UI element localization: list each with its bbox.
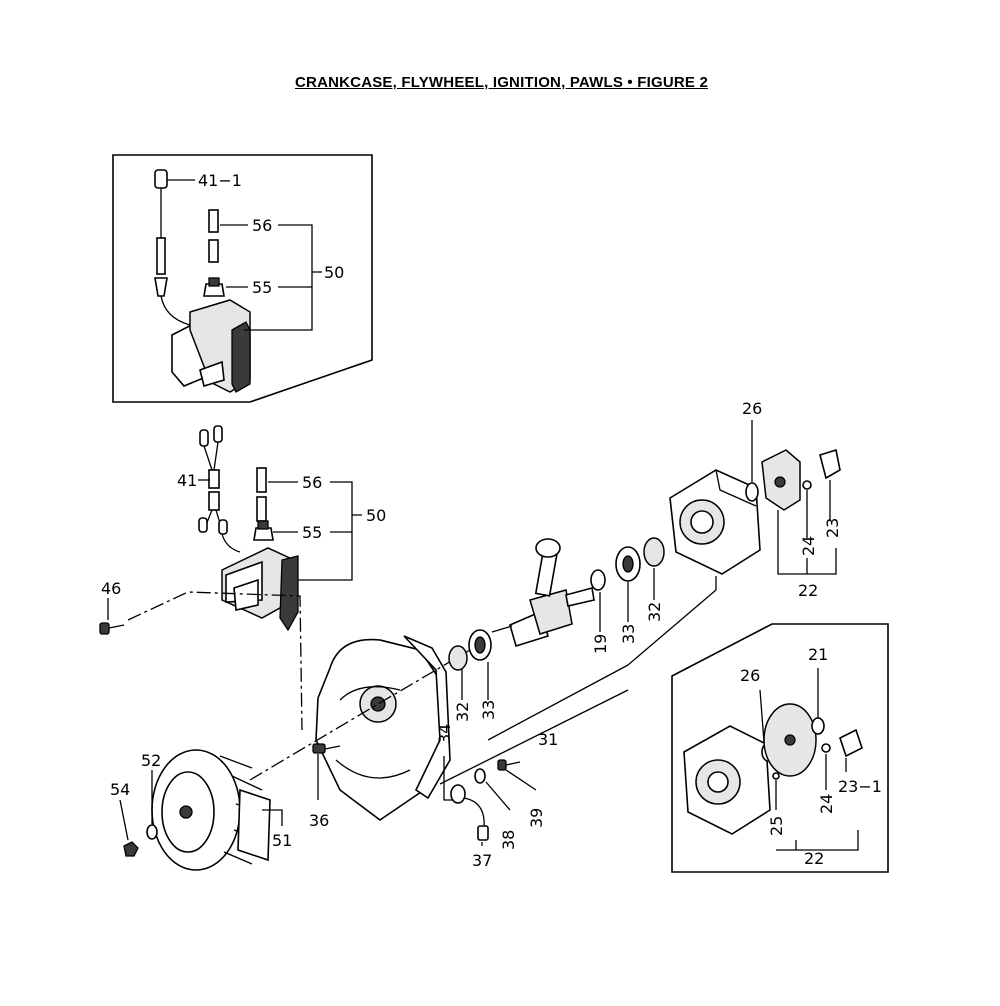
centerline-crankshaft <box>249 649 471 781</box>
cap-55-drawing <box>253 520 274 541</box>
flywheel-51-drawing <box>151 749 271 871</box>
high-tension-lead-41-drawing <box>198 425 241 553</box>
pawl-holder-drawing <box>761 449 801 511</box>
crankcase-right-drawing <box>669 469 761 575</box>
bracket-22 <box>777 510 837 575</box>
crankcase-half-drawing <box>315 635 451 821</box>
callout-55-inset: 55 <box>252 278 272 297</box>
cap-55-inset-drawing <box>203 277 225 297</box>
callout-26: 26 <box>742 399 762 418</box>
ignition-coil-drawing <box>221 547 299 632</box>
leader-54 <box>119 799 129 841</box>
pin-56-drawing <box>256 467 267 522</box>
callout-33b: 33 <box>479 700 498 720</box>
washer-52-drawing <box>146 824 158 840</box>
callout-55: 55 <box>302 523 322 542</box>
pin-56-inset-drawing <box>208 209 219 263</box>
seal-19-drawing <box>590 569 606 591</box>
callout-52: 52 <box>141 751 161 770</box>
bracket-50 <box>298 481 362 581</box>
bracket-22-inset <box>776 830 859 851</box>
callout-36: 36 <box>309 811 329 830</box>
spark-wire-41-1-drawing <box>154 169 191 326</box>
callout-33: 33 <box>619 624 638 644</box>
crankcase-inset-drawing <box>683 725 771 835</box>
ground-lead-37-drawing <box>450 784 489 841</box>
callout-25: 25 <box>767 816 786 836</box>
callout-38: 38 <box>499 830 518 850</box>
callout-32b: 32 <box>453 702 472 722</box>
spring-25-drawing <box>772 772 780 780</box>
washer-21-drawing <box>811 717 825 735</box>
leader-26-inset <box>759 689 765 743</box>
callout-56-inset: 56 <box>252 216 272 235</box>
bearing-33-drawing <box>468 629 492 661</box>
washer-38-drawing <box>474 768 486 784</box>
washer-26-drawing <box>745 482 759 502</box>
screw-46-drawing <box>99 622 125 635</box>
leader-39 <box>505 769 537 791</box>
callout-46: 46 <box>101 579 121 598</box>
callout-41: 41 <box>177 471 197 490</box>
callout-21: 21 <box>808 645 828 664</box>
screw-36-drawing <box>312 743 341 754</box>
leader-38 <box>485 781 511 811</box>
centerline-46 <box>127 591 303 731</box>
callout-51: 51 <box>272 831 292 850</box>
screw-39-drawing <box>497 759 521 771</box>
callout-23-1: 23−1 <box>838 777 882 796</box>
leader-51 <box>262 809 283 826</box>
callout-41-1: 41−1 <box>198 171 242 190</box>
callout-19: 19 <box>591 634 610 654</box>
bearing-32-left-drawing <box>448 645 468 671</box>
callout-24b: 24 <box>817 794 836 814</box>
inset-frame-pawls <box>671 623 889 873</box>
callout-39: 39 <box>527 808 546 828</box>
bearing-33-right-drawing <box>615 546 641 582</box>
ignition-coil-inset-drawing <box>171 299 251 393</box>
callout-56: 56 <box>302 473 322 492</box>
callout-23: 23 <box>823 518 842 538</box>
page-title: CRANKCASE, FLYWHEEL, IGNITION, PAWLS • F… <box>295 74 709 91</box>
callout-37: 37 <box>472 851 492 870</box>
callout-22: 22 <box>798 581 818 600</box>
pawl-plate-inset-drawing <box>763 703 817 777</box>
spring-24-drawing <box>802 480 812 490</box>
callout-54: 54 <box>110 780 130 799</box>
bearing-32-right-drawing <box>643 537 665 567</box>
pawl-23-1-drawing <box>839 728 863 758</box>
callout-31: 31 <box>538 730 558 749</box>
spring-24-inset-drawing <box>821 743 831 753</box>
callout-22b: 22 <box>804 849 824 868</box>
callout-24: 24 <box>799 536 818 556</box>
pawl-23-drawing <box>819 448 841 480</box>
bracket-50-inset <box>244 224 322 331</box>
bracket-31 <box>439 576 717 785</box>
callout-34: 34 <box>435 724 454 744</box>
callout-32: 32 <box>645 602 664 622</box>
inset-frame-ignition <box>112 154 373 403</box>
nut-54-drawing <box>123 841 139 857</box>
crankshaft-drawing <box>491 538 595 648</box>
callout-50: 50 <box>366 506 386 525</box>
callout-50-inset: 50 <box>324 263 344 282</box>
callout-26b: 26 <box>740 666 760 685</box>
